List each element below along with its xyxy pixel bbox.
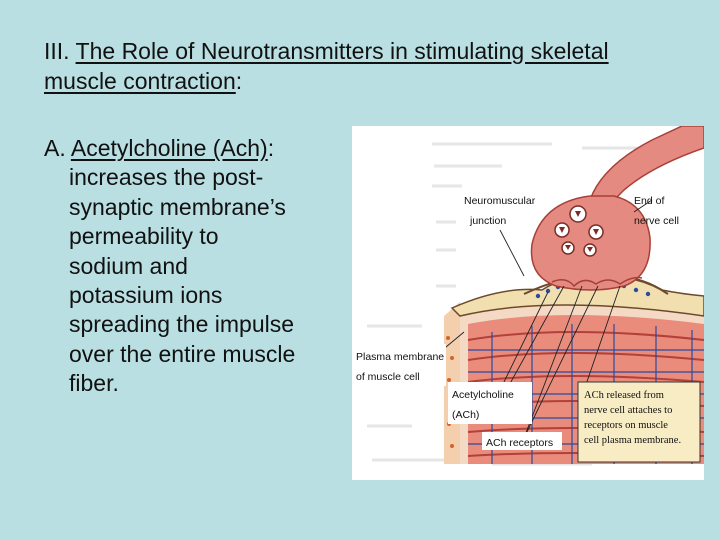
bullet-line-5: potassium ions [69,282,223,309]
bullet-line-4: sodium and [69,252,188,279]
neuromuscular-junction-figure: Neuromuscular junction End of nerve cell… [352,126,704,480]
neuromuscular-junction-illustration: Neuromuscular junction End of nerve cell… [352,126,704,466]
label-plasma-1: Plasma membrane [356,351,444,363]
bullet-line-8: fiber. [69,370,119,397]
label-plasma-2: of muscle cell [356,371,420,383]
bullet-line-1: increases the post- [69,164,264,191]
label-end-1: End of [634,195,664,207]
ach-label-bg [448,382,532,424]
callout-line-2: nerve cell attaches to [584,405,672,416]
label-leader-lines [427,199,653,439]
bullet-text: A. Acetylcholine (Ach): increases the po… [44,134,349,399]
callout-line-4: cell plasma membrane. [584,435,681,446]
bullet-line-7: over the entire muscle [69,340,296,367]
label-ach-1: Acetylcholine [452,389,514,401]
label-neuromuscular-1: Neuromuscular [464,195,536,207]
bullet-term: Acetylcholine (Ach) [70,135,268,161]
label-neuromuscular-2: junction [469,215,506,227]
callout-line-3: receptors on muscle [584,420,668,431]
label-end-2: nerve cell [634,215,679,227]
callout-box: ACh released from nerve cell attaches to… [577,381,701,463]
nerve-cell-ending [530,126,704,291]
title-prefix: III. [44,38,76,64]
bullet-line-6: spreading the impulse [69,311,295,338]
slide-title: III. The Role of Neurotransmitters in st… [44,36,684,96]
plasma-label-bg [352,344,446,386]
label-receptors: ACh receptors [486,437,553,449]
bullet-line-2: synaptic membrane’s [69,193,286,220]
receptors-label-bg [482,432,562,450]
title-suffix: : [235,68,243,94]
bullet-marker: A. [44,135,71,161]
title-underlined: The Role of Neurotransmitters in stimula… [44,38,609,94]
callout-line-1: ACh released from [584,390,664,401]
label-ach-2: (ACh) [452,409,479,421]
bullet-line-3: permeability to [69,223,219,250]
bullet-colon: : [267,135,275,161]
